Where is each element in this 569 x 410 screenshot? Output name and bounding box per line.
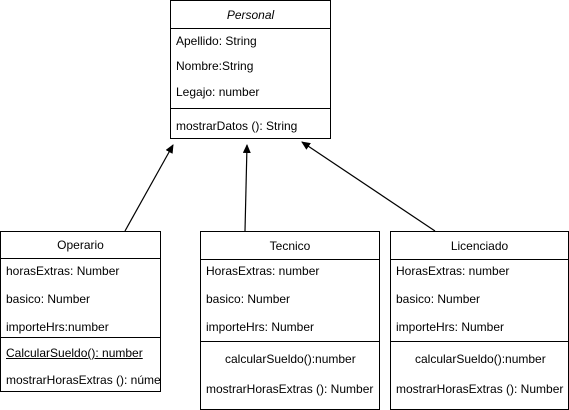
attribute: basico: Number (396, 292, 481, 306)
class-name: Licenciado (391, 232, 568, 260)
class-operario[interactable]: Operario horasExtras: Number basico: Num… (0, 231, 161, 392)
attribute: basico: Number (6, 292, 91, 306)
method: calcularSueldo():number (415, 352, 546, 366)
class-personal[interactable]: Personal Apellido: String Nombre:String … (170, 0, 331, 139)
attribute: HorasExtras: number (206, 264, 320, 278)
method: mostrarHorasExtras (): númer (6, 373, 161, 387)
divider (391, 341, 568, 342)
divider (1, 337, 160, 338)
attribute: Nombre:String (176, 59, 254, 73)
attribute: importeHrs: Number (396, 320, 505, 334)
divider (201, 341, 379, 342)
class-name: Personal (171, 1, 330, 29)
method: mostrarHorasExtras (): Number (206, 382, 374, 396)
class-name: Operario (1, 232, 160, 259)
class-licenciado[interactable]: Licenciado HorasExtras: number basico: N… (390, 231, 569, 410)
attribute: basico: Number (206, 292, 291, 306)
attribute: HorasExtras: number (396, 264, 510, 278)
attribute: Apellido: String (176, 34, 257, 48)
method: mostrarHorasExtras (): Number (396, 382, 564, 396)
method: CalcularSueldo(): number (6, 346, 143, 360)
arrow-licenciado-to-personal (301, 141, 436, 232)
attribute: importeHrs:number (6, 320, 109, 334)
attribute: horasExtras: Number (6, 264, 120, 278)
class-name: Tecnico (201, 232, 379, 260)
arrow-tecnico-to-personal (242, 144, 251, 232)
method: mostrarDatos (): String (176, 119, 298, 133)
divider (171, 108, 330, 109)
class-tecnico[interactable]: Tecnico HorasExtras: number basico: Numb… (200, 231, 380, 410)
attribute: Legajo: number (176, 85, 260, 99)
arrow-operario-to-personal (124, 144, 174, 232)
method: calcularSueldo():number (225, 352, 356, 366)
attribute: importeHrs: Number (206, 320, 315, 334)
